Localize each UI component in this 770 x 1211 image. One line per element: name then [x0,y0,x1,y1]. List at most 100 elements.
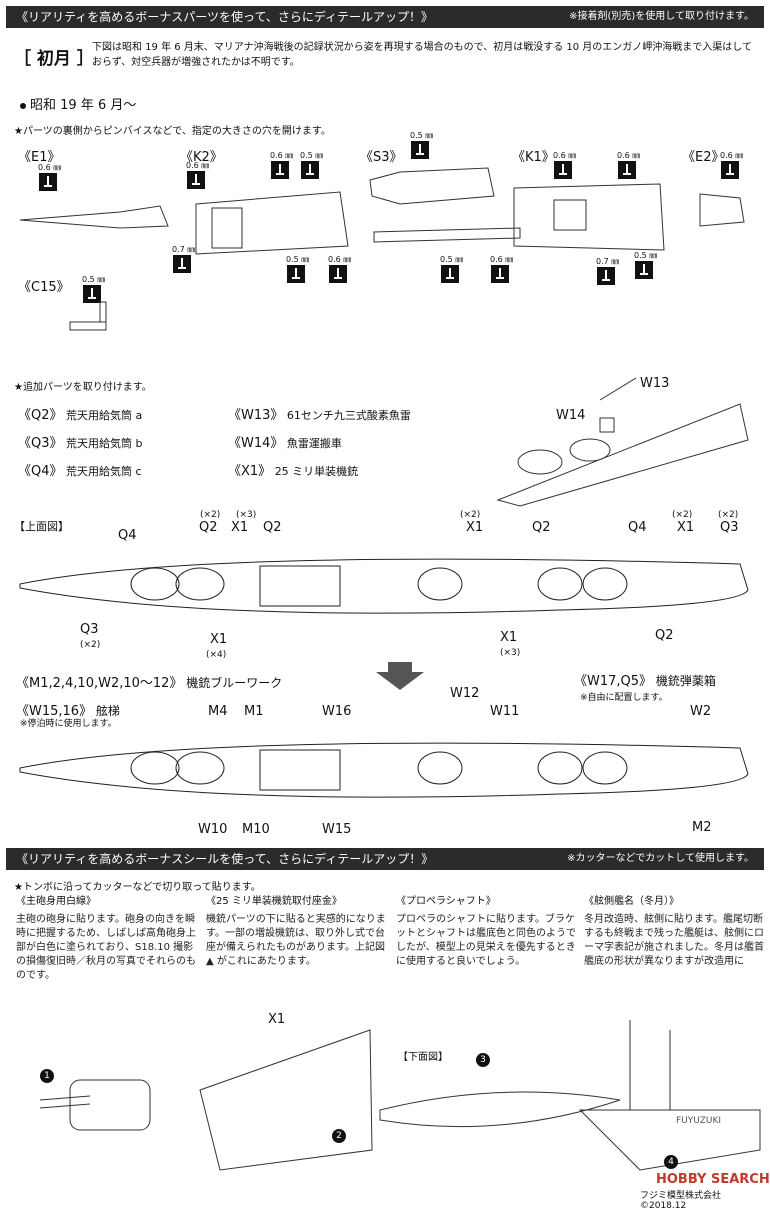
m4-label: M4 [208,704,228,719]
w15-parts: 《W15,16》 舷梯 [16,704,120,719]
x1-label: X1 [231,520,249,535]
drill-marker: 0.6 ㎜ [553,150,576,179]
part-e2-label: 《E2》 [682,150,725,165]
drill-icon [554,161,572,179]
drill-icon [83,285,101,303]
column-heading: 《25 ミリ単装機銃取付座金》 [206,896,342,907]
count-x2: (×2) [460,510,481,520]
callout-3: 3 [476,1052,490,1067]
add-part-w13: 《W13》 61センチ九三式酸素魚雷 [228,408,411,423]
w14-callout: W14 [556,408,586,423]
column-body: 機銃パーツの下に貼ると実感的になります。一部の増設機銃は、取り外し式で台座が備え… [206,914,386,967]
ship-description: 下図は昭和 19 年 6 月末、マリアナ沖海戦後の記録状況から姿を再現する場合の… [92,42,752,68]
add-part-q3: 《Q3》 荒天用給気筒 b [18,436,143,451]
column-body: プロペラのシャフトに貼ります。ブラケットとシャフトは艦底色と同色のようでしたが、… [396,914,576,967]
part-k2-label: 《K2》 [180,150,223,165]
count-x2: (×2) [200,510,221,520]
drill-icon [39,173,57,191]
drill-icon [635,261,653,279]
drill-icon [441,265,459,283]
drill-icon [287,265,305,283]
column-mg-washer: 《25 ミリ単装機銃取付座金》 機銃パーツの下に貼ると実感的になります。一部の増… [206,895,386,969]
drill-marker: 0.5 ㎜ [82,274,105,303]
banner-note: ※接着剤(別売)を使用して取り付けます。 [569,11,754,22]
q3-label: Q3 [80,622,99,637]
top-view-diagram [19,558,749,614]
ship-perspective-diagram [496,377,749,507]
add-part-x1: 《X1》 25 ミリ単装機銃 [228,464,359,479]
seal-banner: 《リアリティを高めるボーナスシールを使って、さらにディテールアップ！》 ※カッタ… [6,848,764,870]
x1-label: X1 [268,1012,286,1027]
w16-label: W16 [322,704,352,719]
q4-label: Q4 [118,528,137,543]
hobby-search-logo: HOBBY SEARCH [656,1172,770,1187]
drill-icon [491,265,509,283]
w13-callout: W13 [640,376,670,391]
drill-marker: 0.6 ㎜ [38,162,61,191]
top-view-title: 【上面図】 [14,520,69,533]
w17-note: ※自由に配置します。 [580,693,668,703]
drill-marker: 0.6 ㎜ [328,254,351,283]
count-x3: (×3) [500,648,521,658]
lower-view-diagram [19,742,749,798]
add-part-q4: 《Q4》 荒天用給気筒 c [18,464,142,479]
banner-title: 《リアリティを高めるボーナスシールを使って、さらにディテールアップ！》 [16,852,434,866]
drill-icon [618,161,636,179]
drill-marker: 0.5 ㎜ [410,130,433,159]
drill-marker: 0.6 ㎜ [186,160,209,189]
column-heading: 《主砲身用白線》 [16,896,96,907]
drill-marker: 0.6 ㎜ [270,150,293,179]
drill-icon [301,161,319,179]
m10-label: M10 [242,822,270,837]
column-body: 主砲の砲身に貼ります。砲身の向きを瞬時に把握するため、しばしば高角砲身上部が白色… [16,914,196,981]
add-part-w14: 《W14》 魚雷運搬車 [228,436,342,451]
parts-diagram [19,167,745,331]
q2-label: Q2 [199,520,218,535]
x1-label: X1 [677,520,695,535]
w17-parts: 《W17,Q5》 機銃弾薬箱 [574,674,716,689]
banner-title: 《リアリティを高めるボーナスパーツを使って、さらにディテールアップ！》 [16,10,434,24]
drill-marker: 0.5 ㎜ [300,150,323,179]
column-heading: 《舷側艦名（冬月）》 [584,896,679,907]
period-label: 昭和 19 年 6 月～ [20,94,136,113]
q2-label: Q2 [263,520,282,535]
column-heading: 《プロペラシャフト》 [396,896,496,907]
down-arrow-icon [376,662,424,690]
part-c15-label: 《C15》 [18,280,70,295]
q2-label: Q2 [655,628,674,643]
drill-step: ★パーツの裏側からピンバイスなどで、指定の大きさの穴を開けます。 [14,126,331,137]
bullet-icon [20,102,26,109]
drill-marker: 0.6 ㎜ [720,150,743,179]
drill-marker: 0.6 ㎜ [617,150,640,179]
drill-icon [271,161,289,179]
drill-marker: 0.5 ㎜ [440,254,463,283]
drill-icon [597,267,615,285]
count-x3: (×3) [236,510,257,520]
drill-icon [411,141,429,159]
part-e1-label: 《E1》 [18,150,61,165]
count-x2: (×2) [672,510,693,520]
m2-label: M2 [692,820,712,835]
w11-label: W11 [490,704,520,719]
x1-label: X1 [210,632,228,647]
mg-parts: 《M1,2,4,10,W2,10～12》 機銃ブルーワーク [16,676,283,691]
x1-label: X1 [500,630,518,645]
drill-icon [173,255,191,273]
drill-icon [721,161,739,179]
x1-label: X1 [466,520,484,535]
drill-marker: 0.5 ㎜ [634,250,657,279]
seal-step: ★トンボに沿ってカッターなどで切り取って貼ります。 [14,882,261,893]
q2-label: Q2 [532,520,551,535]
period-text: 昭和 19 年 6 月～ [30,98,137,113]
count-x2: (×2) [80,640,101,650]
add-part-q2: 《Q2》 荒天用給気筒 a [18,408,143,423]
banner-note: ※カッターなどでカットして使用します。 [567,853,754,864]
column-hull-name: 《舷側艦名（冬月）》 冬月改造時、舷側に貼ります。艦尾切断するも終戦まで残った艦… [584,895,764,969]
part-s3-label: 《S3》 [360,150,403,165]
drill-icon [329,265,347,283]
callout-1: 1 [40,1068,54,1083]
drill-marker: 0.7 ㎜ [172,244,195,273]
add-step: ★追加パーツを取り付けます。 [14,382,152,393]
w10-label: W10 [198,822,228,837]
